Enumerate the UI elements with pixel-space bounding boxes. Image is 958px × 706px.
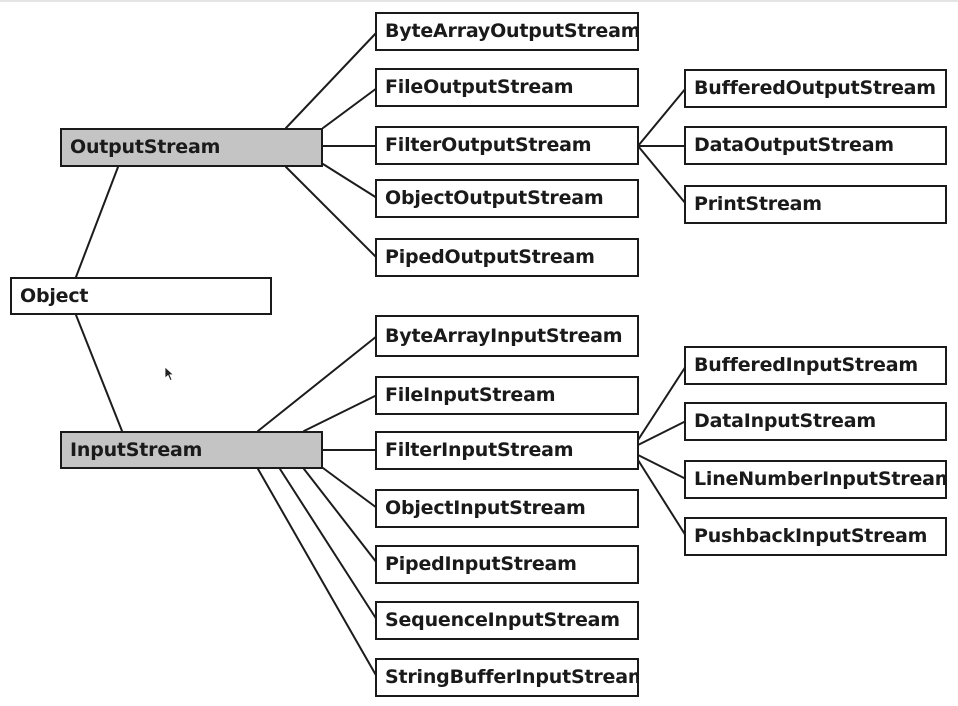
edge-outputstream-objectoutputstream [322,163,378,199]
edge-object-inputstream [75,314,123,432]
node-datainputstream: DataInputStream [684,402,947,441]
node-fileinputstream: FileInputStream [375,376,639,415]
node-bytearrayoutputstream: ByteArrayOutputStream [375,12,639,51]
node-object: Object [10,277,272,315]
node-printstream: PrintStream [684,185,947,224]
node-filterinputstream: FilterInputStream [375,431,639,470]
node-bufferedoutputstream: BufferedOutputStream [684,69,947,108]
node-stringbufferinputstream: StringBufferInputStream [375,658,639,697]
edge-object-outputstream [75,166,119,278]
edge-outputstream-fileoutputstream [322,87,378,129]
node-bufferedinputstream: BufferedInputStream [684,346,947,385]
edge-filterinputstream-datainputstream [637,420,687,446]
edge-inputstream-fileinputstream [303,394,378,432]
edge-inputstream-pipedinputstream [303,468,378,564]
node-filteroutputstream: FilterOutputStream [375,126,639,165]
node-bytearrayinputstream: ByteArrayInputStream [375,315,639,357]
edge-filterinputstream-bufferedinputstream [637,365,687,441]
node-pipedoutputstream: PipedOutputStream [375,238,639,277]
node-pushbackinputstream: PushbackInputStream [684,517,947,556]
node-outputstream: OutputStream [60,128,323,167]
node-pipedinputstream: PipedInputStream [375,545,639,584]
edge-filterinputstream-pushbackinputstream [637,459,687,537]
edge-filterinputstream-linenumberinputstream [637,454,687,480]
edge-inputstream-bytearrayinputstream [257,335,378,432]
edge-inputstream-objectinputstream [322,467,378,509]
edge-inputstream-sequenceinputstream [279,468,378,621]
edge-filteroutputstream-bufferedoutputstream [637,87,687,147]
top-divider [0,0,958,2]
node-inputstream: InputStream [60,431,323,469]
mouse-cursor-icon [164,366,175,382]
edge-filteroutputstream-printstream [637,145,687,205]
node-linenumberinputstream: LineNumberInputStream [684,460,947,499]
node-objectoutputstream: ObjectOutputStream [375,179,639,218]
edge-outputstream-pipedoutputstream [285,166,378,259]
edge-outputstream-bytearrayoutputstream [285,31,378,129]
node-objectinputstream: ObjectInputStream [375,489,639,528]
node-dataoutputstream: DataOutputStream [684,126,947,165]
edge-inputstream-stringbufferinputstream [257,468,378,678]
node-fileoutputstream: FileOutputStream [375,68,639,107]
node-sequenceinputstream: SequenceInputStream [375,601,639,640]
